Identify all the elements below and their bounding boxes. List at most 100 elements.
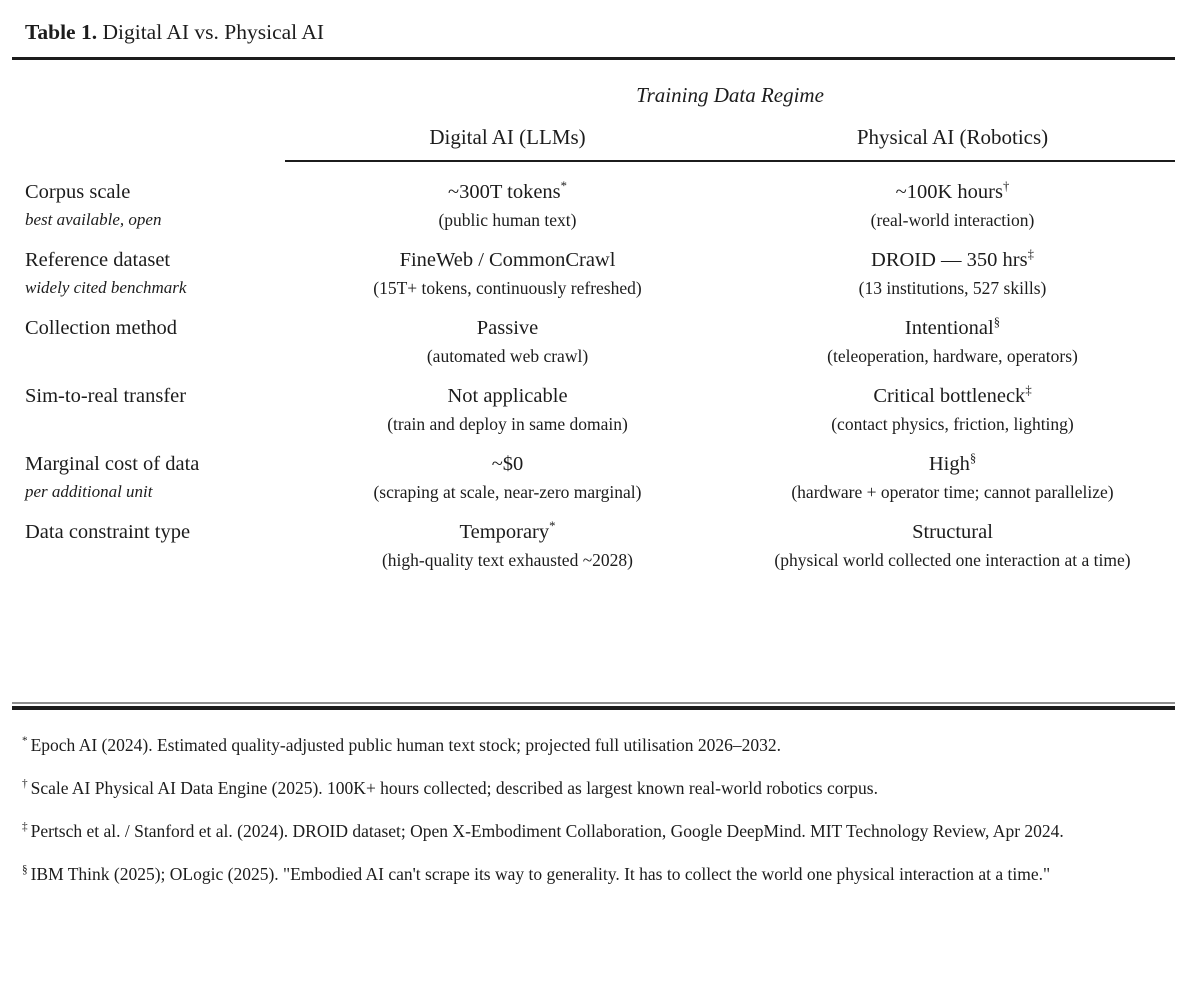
cell-value-text: Passive xyxy=(476,317,539,339)
footnote: ‡Pertsch et al. / Stanford et al. (2024)… xyxy=(22,819,1177,844)
row-label: Collection method xyxy=(25,317,178,339)
cell-physical-ai: Structural (physical world collected one … xyxy=(730,517,1175,574)
cell-value-secondary: (teleoperation, hardware, operators) xyxy=(827,346,1078,366)
footnote-marker: * xyxy=(549,519,556,534)
cell-value-secondary: (public human text) xyxy=(438,210,577,230)
cell-value-secondary: (15T+ tokens, continuously refreshed) xyxy=(373,278,642,298)
row-label-cell: Collection method xyxy=(25,313,285,343)
row-label-cell: Marginal cost of data per additional unit xyxy=(25,449,285,505)
cell-value-secondary: (physical world collected one interactio… xyxy=(774,550,1131,570)
cell-value-text: FineWeb / CommonCrawl xyxy=(399,249,616,271)
cell-value-text: Structural xyxy=(912,521,993,543)
footnote-marker: ‡ xyxy=(1027,247,1034,262)
row-label: Marginal cost of data xyxy=(25,453,200,475)
cell-value-text: Temporary xyxy=(459,521,550,543)
table-body: Corpus scale best available, open ~300T to… xyxy=(25,177,1175,585)
cell-value-text: Not applicable xyxy=(447,385,568,407)
column-header-physical-ai: Physical AI (Robotics) xyxy=(856,125,1049,149)
cell-value-text: Critical bottleneck xyxy=(873,385,1026,407)
cell-value-primary: Not applicable xyxy=(285,381,730,411)
spanner-header-training-data-regime: Training Data Regime xyxy=(636,83,824,107)
cell-digital-ai: ~300T tokens* (public human text) xyxy=(285,177,730,234)
cell-value-secondary: (contact physics, friction, lighting) xyxy=(831,414,1074,434)
column-header-digital-ai: Digital AI (LLMs) xyxy=(429,125,586,149)
row-label: Reference dataset xyxy=(25,249,171,271)
caption-text: Digital AI vs. Physical AI xyxy=(102,20,325,44)
footnote: *Epoch AI (2024). Estimated quality-adju… xyxy=(22,733,1177,758)
cell-value-secondary: (real-world interaction) xyxy=(870,210,1035,230)
row-sublabel: per additional unit xyxy=(25,482,153,501)
footnote-marker: ‡ xyxy=(1025,383,1032,398)
cell-digital-ai: Temporary* (high-quality text exhausted ~… xyxy=(285,517,730,574)
footnote-marker: † xyxy=(22,778,28,791)
footnote-marker: ‡ xyxy=(22,821,28,834)
cell-value-text: DROID — 350 hrs xyxy=(871,249,1028,271)
footnote-marker: § xyxy=(22,864,28,877)
cell-physical-ai: Critical bottleneck‡ (contact physics, fr… xyxy=(730,381,1175,438)
cell-value-secondary: (13 institutions, 527 skills) xyxy=(858,278,1047,298)
cell-value-primary: Critical bottleneck‡ xyxy=(730,381,1175,411)
cell-value-primary: ~300T tokens* xyxy=(285,177,730,207)
row-label: Sim-to-real transfer xyxy=(25,385,187,407)
cell-digital-ai: FineWeb / CommonCrawl (15T+ tokens, conti… xyxy=(285,245,730,302)
footnote-text: Pertsch et al. / Stanford et al. (2024).… xyxy=(30,821,1064,841)
cell-value-primary: Temporary* xyxy=(285,517,730,547)
table-row: Sim-to-real transfer Not applicable (train… xyxy=(25,381,1175,438)
footnote-text: IBM Think (2025); OLogic (2025). "Embodi… xyxy=(30,864,1051,884)
cell-value-primary: Intentional§ xyxy=(730,313,1175,343)
table-row: Data constraint type Temporary* (high-qual… xyxy=(25,517,1175,574)
cell-value-primary: Passive xyxy=(285,313,730,343)
row-label-cell: Corpus scale best available, open xyxy=(25,177,285,233)
cell-value-primary: Structural xyxy=(730,517,1175,547)
cell-value-secondary: (train and deploy in same domain) xyxy=(387,414,628,434)
table-bottom-rule xyxy=(12,706,1175,710)
row-label-cell: Data constraint type xyxy=(25,517,285,547)
row-label: Data constraint type xyxy=(25,521,191,543)
cell-physical-ai: Intentional§ (teleoperation, hardware, op… xyxy=(730,313,1175,370)
table-row: Collection method Passive (automated web c… xyxy=(25,313,1175,370)
cell-value-primary: High§ xyxy=(730,449,1175,479)
cell-digital-ai: ~$0 (scraping at scale, near-zero margina… xyxy=(285,449,730,506)
row-label-cell: Sim-to-real transfer xyxy=(25,381,285,411)
cell-value-text: High xyxy=(928,453,970,475)
footnote-marker: * xyxy=(22,735,28,748)
cell-physical-ai: High§ (hardware + operator time; cannot p… xyxy=(730,449,1175,506)
cell-value-secondary: (automated web crawl) xyxy=(426,346,589,366)
cell-value-primary: FineWeb / CommonCrawl xyxy=(285,245,730,275)
header-underline-rule xyxy=(285,160,1175,162)
cell-digital-ai: Not applicable (train and deploy in same … xyxy=(285,381,730,438)
cell-value-secondary: (high-quality text exhausted ~2028) xyxy=(381,550,633,570)
cell-value-primary: DROID — 350 hrs‡ xyxy=(730,245,1175,275)
footnote-marker: † xyxy=(1002,179,1010,194)
caption-label: Table 1. xyxy=(25,20,98,44)
footnote-text: Epoch AI (2024). Estimated quality-adjus… xyxy=(30,735,782,755)
footnote-marker: * xyxy=(560,179,567,194)
table-top-rule xyxy=(12,57,1175,60)
footnote-marker: § xyxy=(969,451,977,466)
footnote: §IBM Think (2025); OLogic (2025). "Embod… xyxy=(22,862,1177,887)
table-row: Corpus scale best available, open ~300T to… xyxy=(25,177,1175,234)
cell-digital-ai: Passive (automated web crawl) xyxy=(285,313,730,370)
cell-value-secondary: (scraping at scale, near-zero marginal) xyxy=(373,482,642,502)
cell-value-primary: ~100K hours† xyxy=(730,177,1175,207)
cell-value-primary: ~$0 xyxy=(285,449,730,479)
footnote-marker: § xyxy=(993,315,1001,330)
footnote: †Scale AI Physical AI Data Engine (2025)… xyxy=(22,776,1177,801)
table-row: Marginal cost of data per additional unit… xyxy=(25,449,1175,506)
cell-physical-ai: ~100K hours† (real-world interaction) xyxy=(730,177,1175,234)
cell-value-text: ~$0 xyxy=(491,453,524,475)
cell-value-secondary: (hardware + operator time; cannot parall… xyxy=(791,482,1114,502)
cell-value-text: ~300T tokens xyxy=(448,181,561,203)
cell-value-text: ~100K hours xyxy=(895,181,1003,203)
cell-physical-ai: DROID — 350 hrs‡ (13 institutions, 527 sk… xyxy=(730,245,1175,302)
table-caption: Table 1. Digital AI vs. Physical AI xyxy=(25,18,324,46)
row-label: Corpus scale xyxy=(25,181,131,203)
column-header-row: Digital AI (LLMs) Physical AI (Robotics) xyxy=(285,124,1175,151)
row-sublabel: best available, open xyxy=(25,210,162,229)
footnotes-block: *Epoch AI (2024). Estimated quality-adju… xyxy=(22,733,1177,905)
footnote-text: Scale AI Physical AI Data Engine (2025).… xyxy=(30,778,878,798)
cell-value-text: Intentional xyxy=(904,317,994,339)
